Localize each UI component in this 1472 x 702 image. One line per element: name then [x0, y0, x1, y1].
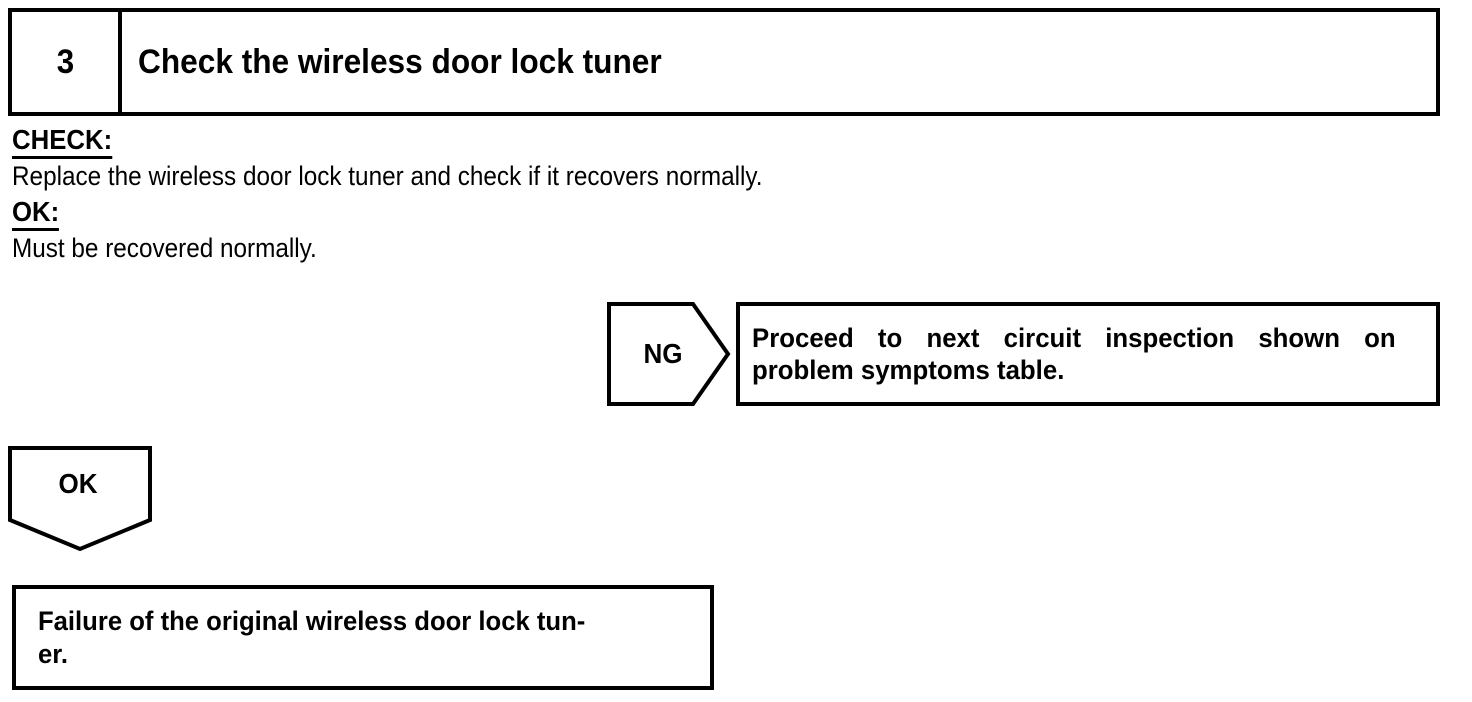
ok-text: Must be recovered normally.	[12, 232, 317, 263]
ok-result-text: Failure of the original wireless door lo…	[38, 606, 586, 669]
ok-result-box: Failure of the original wireless door lo…	[12, 585, 714, 690]
ng-result-text: Proceed to next circuit inspection shown…	[752, 322, 1396, 386]
ng-result-box: Proceed to next circuit inspection shown…	[736, 302, 1440, 406]
ng-result-line-2: problem symptoms table.	[752, 355, 1065, 385]
ng-pentagon-shape	[607, 302, 731, 406]
check-label: CHECK:	[12, 125, 113, 159]
instructions-block: CHECK: Replace the wireless door lock tu…	[12, 125, 1112, 263]
step-header-table: 3 Check the wireless door lock tuner	[8, 8, 1440, 116]
step-title-cell: Check the wireless door lock tuner	[122, 12, 1436, 112]
check-label-line: CHECK:	[12, 125, 1024, 159]
ok-label-line: OK:	[12, 197, 1024, 231]
ng-result-line-1: Proceed to next circuit inspection shown…	[752, 322, 1396, 353]
step-number: 3	[56, 43, 74, 81]
step-number-cell: 3	[12, 12, 122, 112]
check-text: Replace the wireless door lock tuner and…	[12, 160, 763, 191]
step-title: Check the wireless door lock tuner	[138, 43, 662, 81]
ok-pentagon-shape	[8, 446, 152, 552]
ok-label: OK:	[12, 197, 60, 231]
